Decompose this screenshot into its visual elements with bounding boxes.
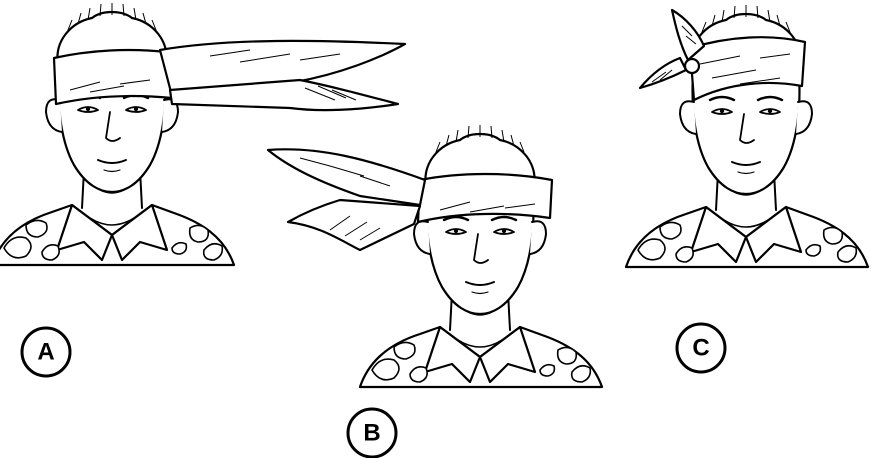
panel-label-b: B [348,409,396,457]
panel-label-a: A [22,328,70,376]
svg-text:B: B [363,420,380,447]
panel-label-c: C [677,324,725,372]
soldier-figure-a [0,3,234,265]
panel-c: C [626,5,868,372]
soldier-figure-b [360,125,602,387]
svg-text:C: C [692,335,709,362]
svg-text:A: A [37,339,54,366]
bandage-knot-c [685,59,699,73]
panel-b: B [268,125,602,457]
